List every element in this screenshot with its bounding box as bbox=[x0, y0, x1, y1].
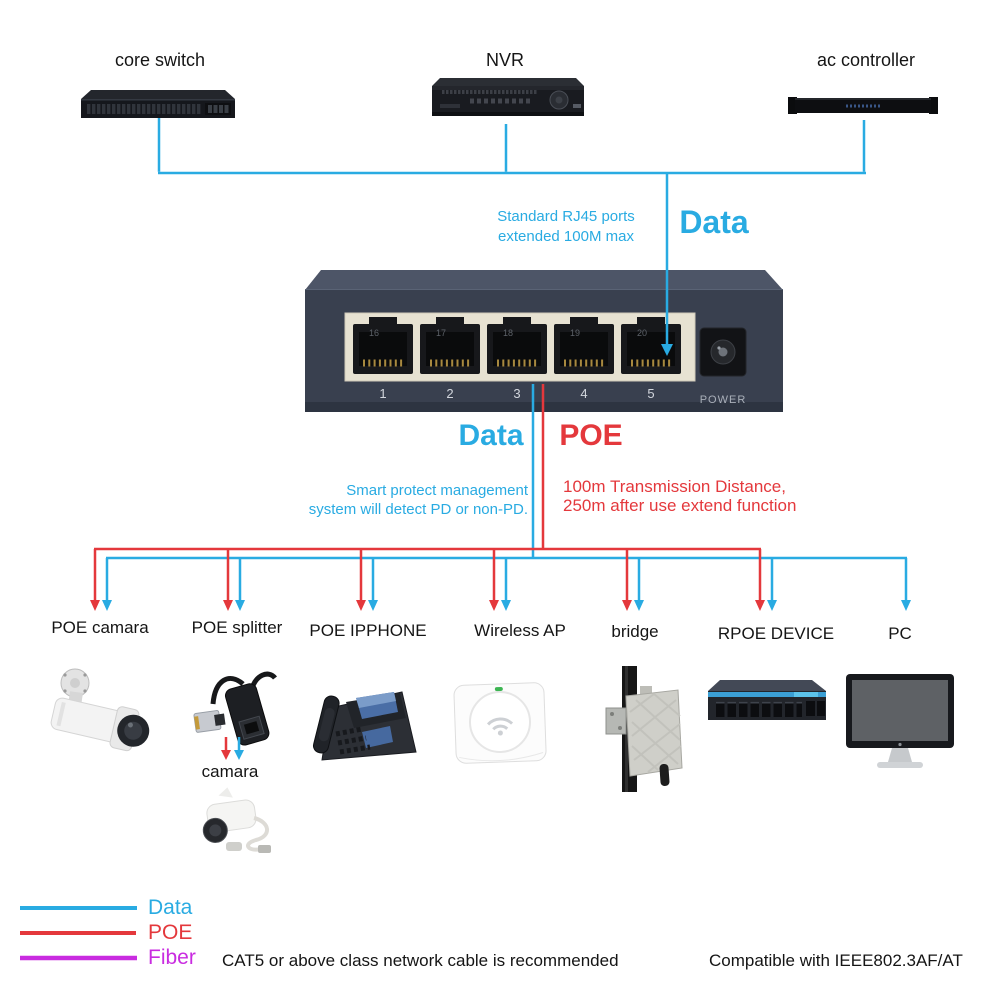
rj45-port-4: 19 bbox=[554, 317, 614, 374]
cable-recommendation-note: CAT5 or above class network cable is rec… bbox=[222, 951, 619, 970]
poe-splitter-label: POE splitter bbox=[191, 618, 283, 637]
rj45-note-line1: Standard RJ45 ports bbox=[497, 208, 635, 225]
core-switch-image bbox=[81, 90, 235, 118]
rj45-port-2: 17 bbox=[420, 317, 480, 374]
compatibility-note: Compatible with IEEE802.3AF/AT bbox=[709, 951, 963, 970]
core-switch-label: core switch bbox=[114, 50, 206, 70]
transmission-distance-note: 100m Transmission Distance, 250m after u… bbox=[563, 477, 796, 515]
ac-controller-image bbox=[788, 97, 938, 114]
poe-switch-image: 16 17 18 19 bbox=[305, 270, 783, 412]
distance-line1: 100m Transmission Distance, bbox=[563, 477, 786, 496]
poe-ipphone-image bbox=[312, 691, 417, 761]
status-led bbox=[494, 686, 503, 692]
rj45-note: Standard RJ45 ports extended 100M max bbox=[497, 207, 635, 247]
camera-sub-label: camara bbox=[201, 762, 259, 781]
smart-protect-note: Smart protect management system will det… bbox=[280, 481, 528, 519]
rj45-port-1: 16 bbox=[353, 317, 413, 374]
poe-splitter-image bbox=[193, 671, 277, 746]
poe-label-mid: POE bbox=[559, 419, 623, 452]
wifi-icon bbox=[486, 717, 514, 726]
legend-poe-label: POE bbox=[148, 921, 193, 944]
port-bottom-number: 4 bbox=[580, 386, 587, 401]
pc-image bbox=[846, 674, 954, 768]
poe-ipphone-label: POE IPPHONE bbox=[309, 621, 427, 640]
data-label-top: Data bbox=[679, 204, 749, 240]
legend-fiber-label: Fiber bbox=[148, 946, 196, 969]
poe-camera-image bbox=[50, 668, 150, 752]
nvr-image bbox=[432, 78, 584, 116]
pc-label: PC bbox=[888, 624, 912, 643]
port-top-number: 16 bbox=[369, 328, 379, 338]
port-top-number: 18 bbox=[503, 328, 513, 338]
poe-camera-label: POE camara bbox=[51, 618, 149, 637]
wireless-ap-image bbox=[453, 682, 547, 764]
port-bottom-number: 5 bbox=[647, 386, 654, 401]
camera-image bbox=[202, 787, 271, 853]
legend-line-samples bbox=[20, 906, 137, 961]
wireless-ap-label: Wireless AP bbox=[474, 621, 566, 640]
rpoe-device-label: RPOE DEVICE bbox=[717, 624, 835, 643]
port-top-number: 17 bbox=[436, 328, 446, 338]
port-top-number: 19 bbox=[570, 328, 580, 338]
nvr-label: NVR bbox=[485, 50, 525, 70]
rj45-note-line2: extended 100M max bbox=[498, 228, 634, 245]
smart-protect-line1: Smart protect management bbox=[346, 482, 528, 499]
power-label: POWER bbox=[700, 394, 747, 406]
legend-data-label: Data bbox=[148, 896, 193, 919]
smart-protect-line2: system will detect PD or non-PD. bbox=[308, 501, 528, 518]
port-bottom-number: 2 bbox=[446, 386, 453, 401]
ac-controller-label: ac controller bbox=[816, 50, 916, 70]
data-label-mid: Data bbox=[458, 419, 524, 452]
bridge-image bbox=[605, 666, 683, 792]
bridge-label: bridge bbox=[611, 622, 659, 641]
port-bottom-number: 1 bbox=[379, 386, 386, 401]
rj45-port-3: 18 bbox=[487, 317, 547, 374]
power-jack bbox=[699, 327, 747, 377]
port-bottom-number: 3 bbox=[513, 386, 520, 401]
rpoe-device-image bbox=[708, 680, 826, 720]
distance-line2: 250m after use extend function bbox=[563, 496, 797, 515]
rj45-port-5: 20 bbox=[621, 317, 681, 374]
port-top-number: 20 bbox=[637, 328, 647, 338]
